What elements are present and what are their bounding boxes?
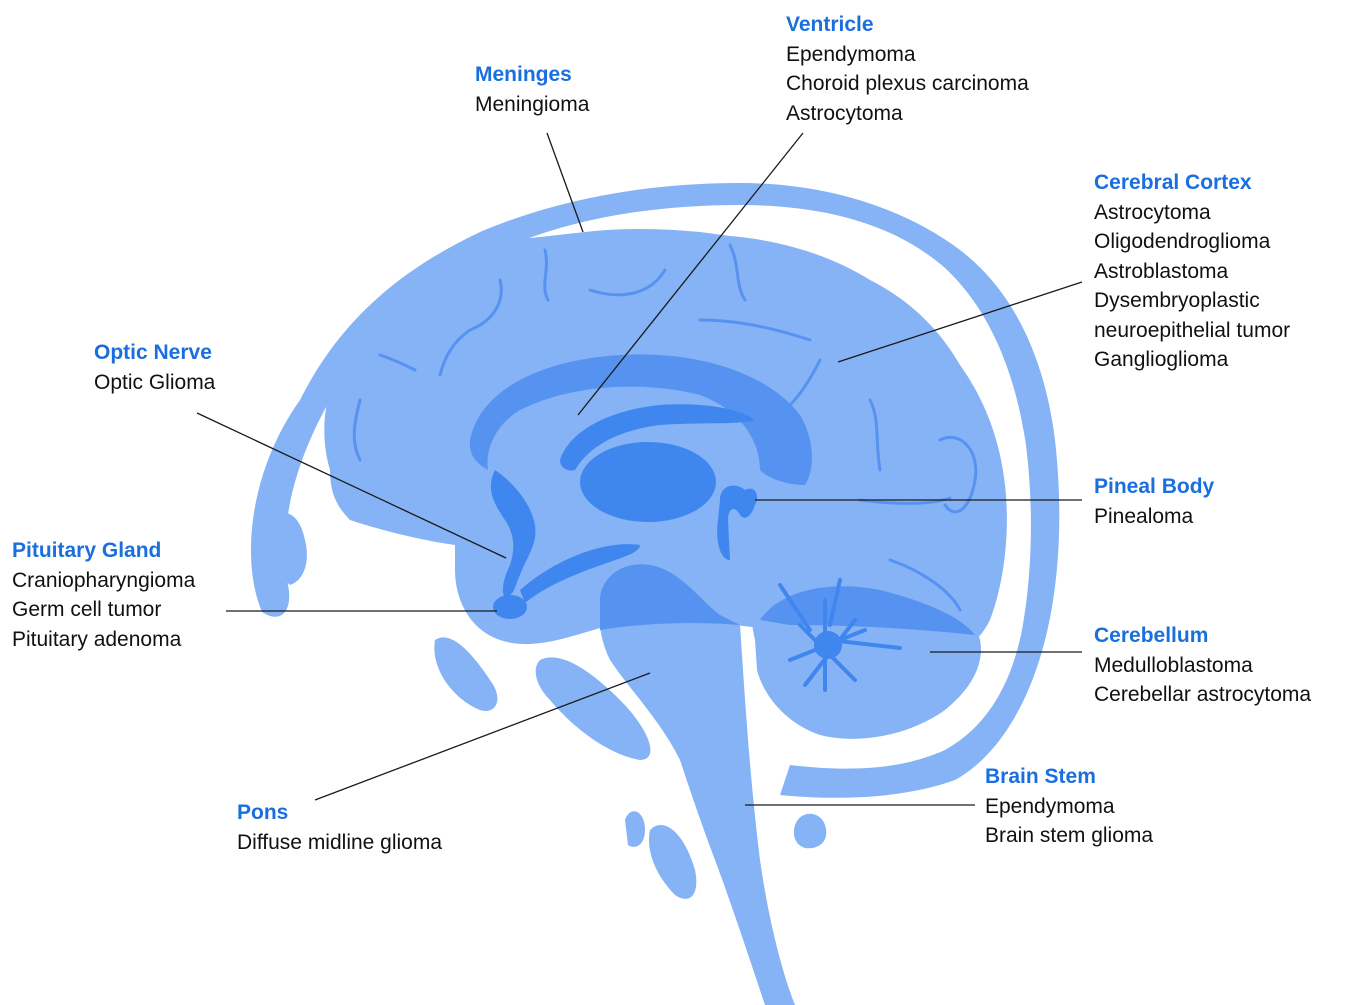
cerebellum-item: Medulloblastoma: [1094, 651, 1311, 681]
ventricle-label: Ventricle Ependymoma Choroid plexus carc…: [786, 10, 1029, 128]
meninges-item: Meningioma: [475, 90, 589, 120]
meninges-label: Meninges Meningioma: [475, 60, 589, 119]
optic-nerve-label: Optic Nerve Optic Glioma: [94, 338, 215, 397]
skull-base-piece: [434, 637, 497, 711]
cerebral-cortex-item: Astroblastoma: [1094, 257, 1290, 287]
optic-nerve-title: Optic Nerve: [94, 338, 215, 368]
meninges-title: Meninges: [475, 60, 589, 90]
cerebral-cortex-item: Oligodendroglioma: [1094, 227, 1290, 257]
cerebral-cortex-item: Astrocytoma: [1094, 198, 1290, 228]
ventricle-item: Ependymoma: [786, 40, 1029, 70]
ventricle-title: Ventricle: [786, 10, 1029, 40]
skull-base-piece: [625, 811, 645, 847]
pineal-body-title: Pineal Body: [1094, 472, 1214, 502]
pituitary-gland: [493, 595, 527, 619]
pituitary-gland-item: Germ cell tumor: [12, 595, 195, 625]
pituitary-gland-label: Pituitary Gland Craniopharyngioma Germ c…: [12, 536, 195, 654]
pons-label: Pons Diffuse midline glioma: [237, 798, 442, 857]
skull-base-piece: [649, 825, 696, 899]
ventricle-item: Choroid plexus carcinoma: [786, 69, 1029, 99]
cerebellum-item: Cerebellar astrocytoma: [1094, 680, 1311, 710]
cerebral-cortex-title: Cerebral Cortex: [1094, 168, 1290, 198]
cerebellum-center: [814, 631, 842, 659]
brain-stem-item: Brain stem glioma: [985, 821, 1153, 851]
cerebral-cortex-item: neuroepithelial tumor: [1094, 316, 1290, 346]
ventricle-item: Astrocytoma: [786, 99, 1029, 129]
pituitary-gland-title: Pituitary Gland: [12, 536, 195, 566]
brain-stem-label: Brain Stem Ependymoma Brain stem glioma: [985, 762, 1153, 851]
optic-nerve-item: Optic Glioma: [94, 368, 215, 398]
pons-item: Diffuse midline glioma: [237, 828, 442, 858]
cerebral-cortex-item: Ganglioglioma: [1094, 345, 1290, 375]
pituitary-gland-item: Craniopharyngioma: [12, 566, 195, 596]
cerebral-cortex-item: Dysembryoplastic: [1094, 286, 1290, 316]
pituitary-gland-item: Pituitary adenoma: [12, 625, 195, 655]
pineal-body-label: Pineal Body Pinealoma: [1094, 472, 1214, 531]
pons-title: Pons: [237, 798, 442, 828]
cerebellum-title: Cerebellum: [1094, 621, 1311, 651]
thalamus: [580, 442, 716, 522]
brain-stem-title: Brain Stem: [985, 762, 1153, 792]
pineal-body-item: Pinealoma: [1094, 502, 1214, 532]
cerebellum-label: Cerebellum Medulloblastoma Cerebellar as…: [1094, 621, 1311, 710]
skull-base-piece: [794, 814, 826, 849]
cerebral-cortex-label: Cerebral Cortex Astrocytoma Oligodendrog…: [1094, 168, 1290, 375]
brain-stem-item: Ependymoma: [985, 792, 1153, 822]
